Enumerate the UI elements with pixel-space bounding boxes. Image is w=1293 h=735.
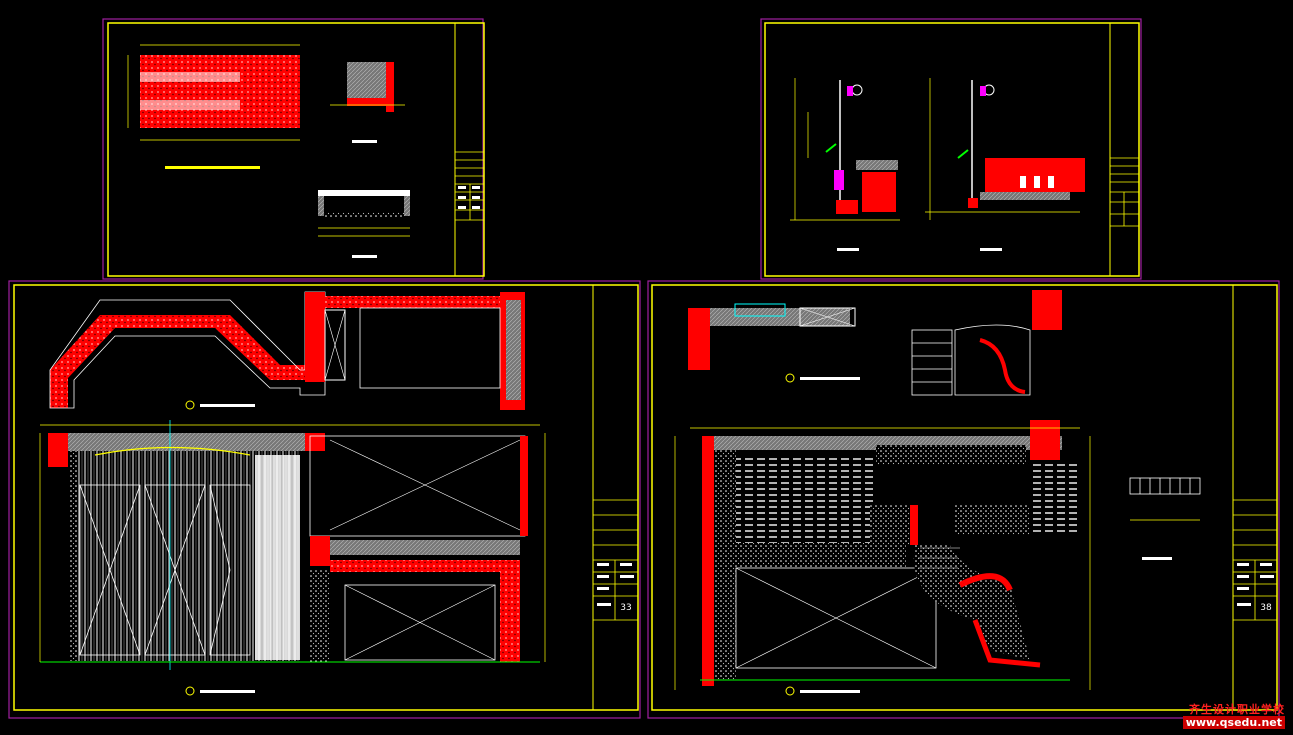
watermark: 齐生设计职业学校 www.qsedu.net [1182,703,1285,729]
page-number: 38 [1260,603,1272,613]
section-b-wall-light [925,78,1085,251]
plan-tile-pattern [127,44,300,169]
watermark-url[interactable]: www.qsedu.net [1182,716,1285,729]
sheet-top-left [102,18,485,280]
title-block [1109,23,1139,276]
title-block [454,23,484,276]
plan-view-bay [49,291,525,410]
section-b-detail [318,190,410,258]
detail-c [1129,477,1201,495]
plan-view-stairs [688,290,1062,396]
sheet-bottom-left: 33 [8,280,641,719]
page-number: 33 [620,603,631,613]
sheet-top-right [760,18,1142,280]
sheet-bottom-right: 38 [647,280,1280,719]
section-a-detail [330,62,405,143]
section-a-wall-light [790,78,900,251]
elevation-view [39,420,546,696]
title-block: 33 [592,285,638,710]
watermark-school-name: 齐生设计职业学校 [1189,703,1285,716]
title-block: 38 [1232,285,1277,710]
elevation-stairs [674,420,1201,696]
